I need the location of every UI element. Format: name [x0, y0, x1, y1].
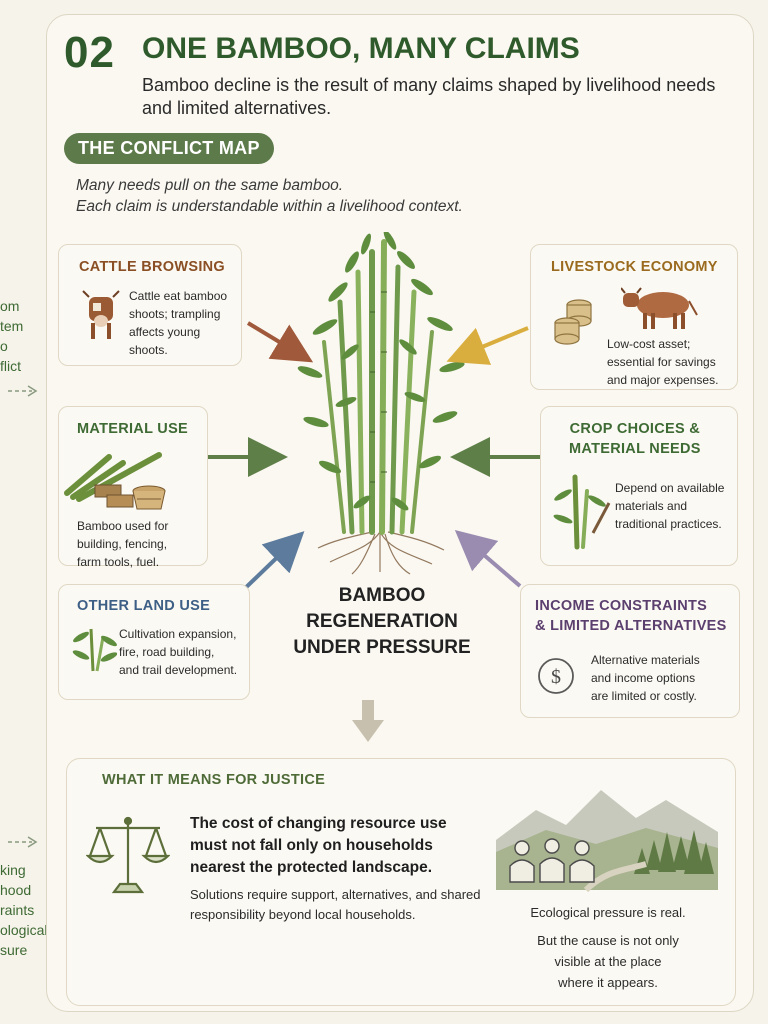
down-arrow-icon — [352, 700, 384, 742]
coins-icon — [554, 299, 592, 345]
box-livestock-economy: LIVESTOCK ECONOMY Low-cost asset; essent… — [530, 244, 738, 390]
box-crop-title: CROP CHOICES & MATERIAL NEEDS — [569, 421, 701, 457]
box-landuse-title: OTHER LAND USE — [77, 598, 211, 614]
bamboo-cluster-illustration — [297, 232, 465, 575]
box-material-title: MATERIAL USE — [77, 421, 189, 437]
page-subtitle: Bamboo decline is the result of many cla… — [142, 75, 716, 118]
section-number: 02 — [64, 28, 115, 77]
dollar-icon: $ — [538, 658, 574, 694]
box-income-constraints: INCOME CONSTRAINTS & LIMITED ALTERNATIVE… — [520, 584, 740, 718]
conflict-map-intro: Many needs pull on the same bamboo. Each… — [76, 177, 463, 215]
landscape-icon — [496, 790, 718, 893]
box-material-use: MATERIAL USE Bamboo used for building, f… — [58, 406, 208, 569]
left-edge-arrow-bottom — [8, 836, 38, 848]
box-crop-choices: CROP CHOICES & MATERIAL NEEDS Depend on … — [540, 406, 738, 566]
bamboo-bundle-icon — [64, 452, 162, 508]
center-label: BAMBOO REGENERATION UNDER PRESSURE — [293, 585, 471, 658]
box-other-land-use: OTHER LAND USE Cultivation expansion, fi… — [58, 584, 250, 700]
basket-icon — [132, 485, 166, 510]
justice-title: WHAT IT MEANS FOR JUSTICE — [102, 772, 326, 788]
box-livestock-title: LIVESTOCK ECONOMY — [551, 259, 718, 275]
justice-lead: The cost of changing resource use must n… — [190, 815, 447, 876]
sprout-icon — [72, 628, 117, 672]
arrow-cattle — [246, 321, 314, 363]
left-edge-text-top: om tem o flict — [0, 298, 24, 374]
justice-body: Solutions require support, alternatives,… — [190, 887, 481, 922]
ecological-note: Ecological pressure is real. But the cau… — [530, 905, 686, 990]
page-title: ONE BAMBOO, MANY CLAIMS — [142, 32, 580, 65]
cow-icon — [82, 290, 120, 339]
scales-icon — [86, 816, 170, 894]
arrow-livestock — [446, 326, 529, 365]
box-cattle-title: CATTLE BROWSING — [79, 259, 225, 275]
people-icon — [509, 838, 595, 883]
left-edge-arrow-top — [8, 385, 38, 397]
arrow-income — [454, 529, 522, 588]
box-income-title: INCOME CONSTRAINTS & LIMITED ALTERNATIVE… — [535, 598, 727, 634]
svg-text:$: $ — [551, 666, 561, 688]
cow-icon — [621, 287, 698, 329]
bamboo-plant-icon — [553, 474, 611, 550]
left-edge-text-bottom: king hood raints ological sure — [0, 862, 48, 958]
box-cattle-browsing: CATTLE BROWSING Cattle eat bamboo shoots… — [58, 244, 242, 366]
conflict-map-pill: THE CONFLICT MAP — [64, 133, 274, 164]
